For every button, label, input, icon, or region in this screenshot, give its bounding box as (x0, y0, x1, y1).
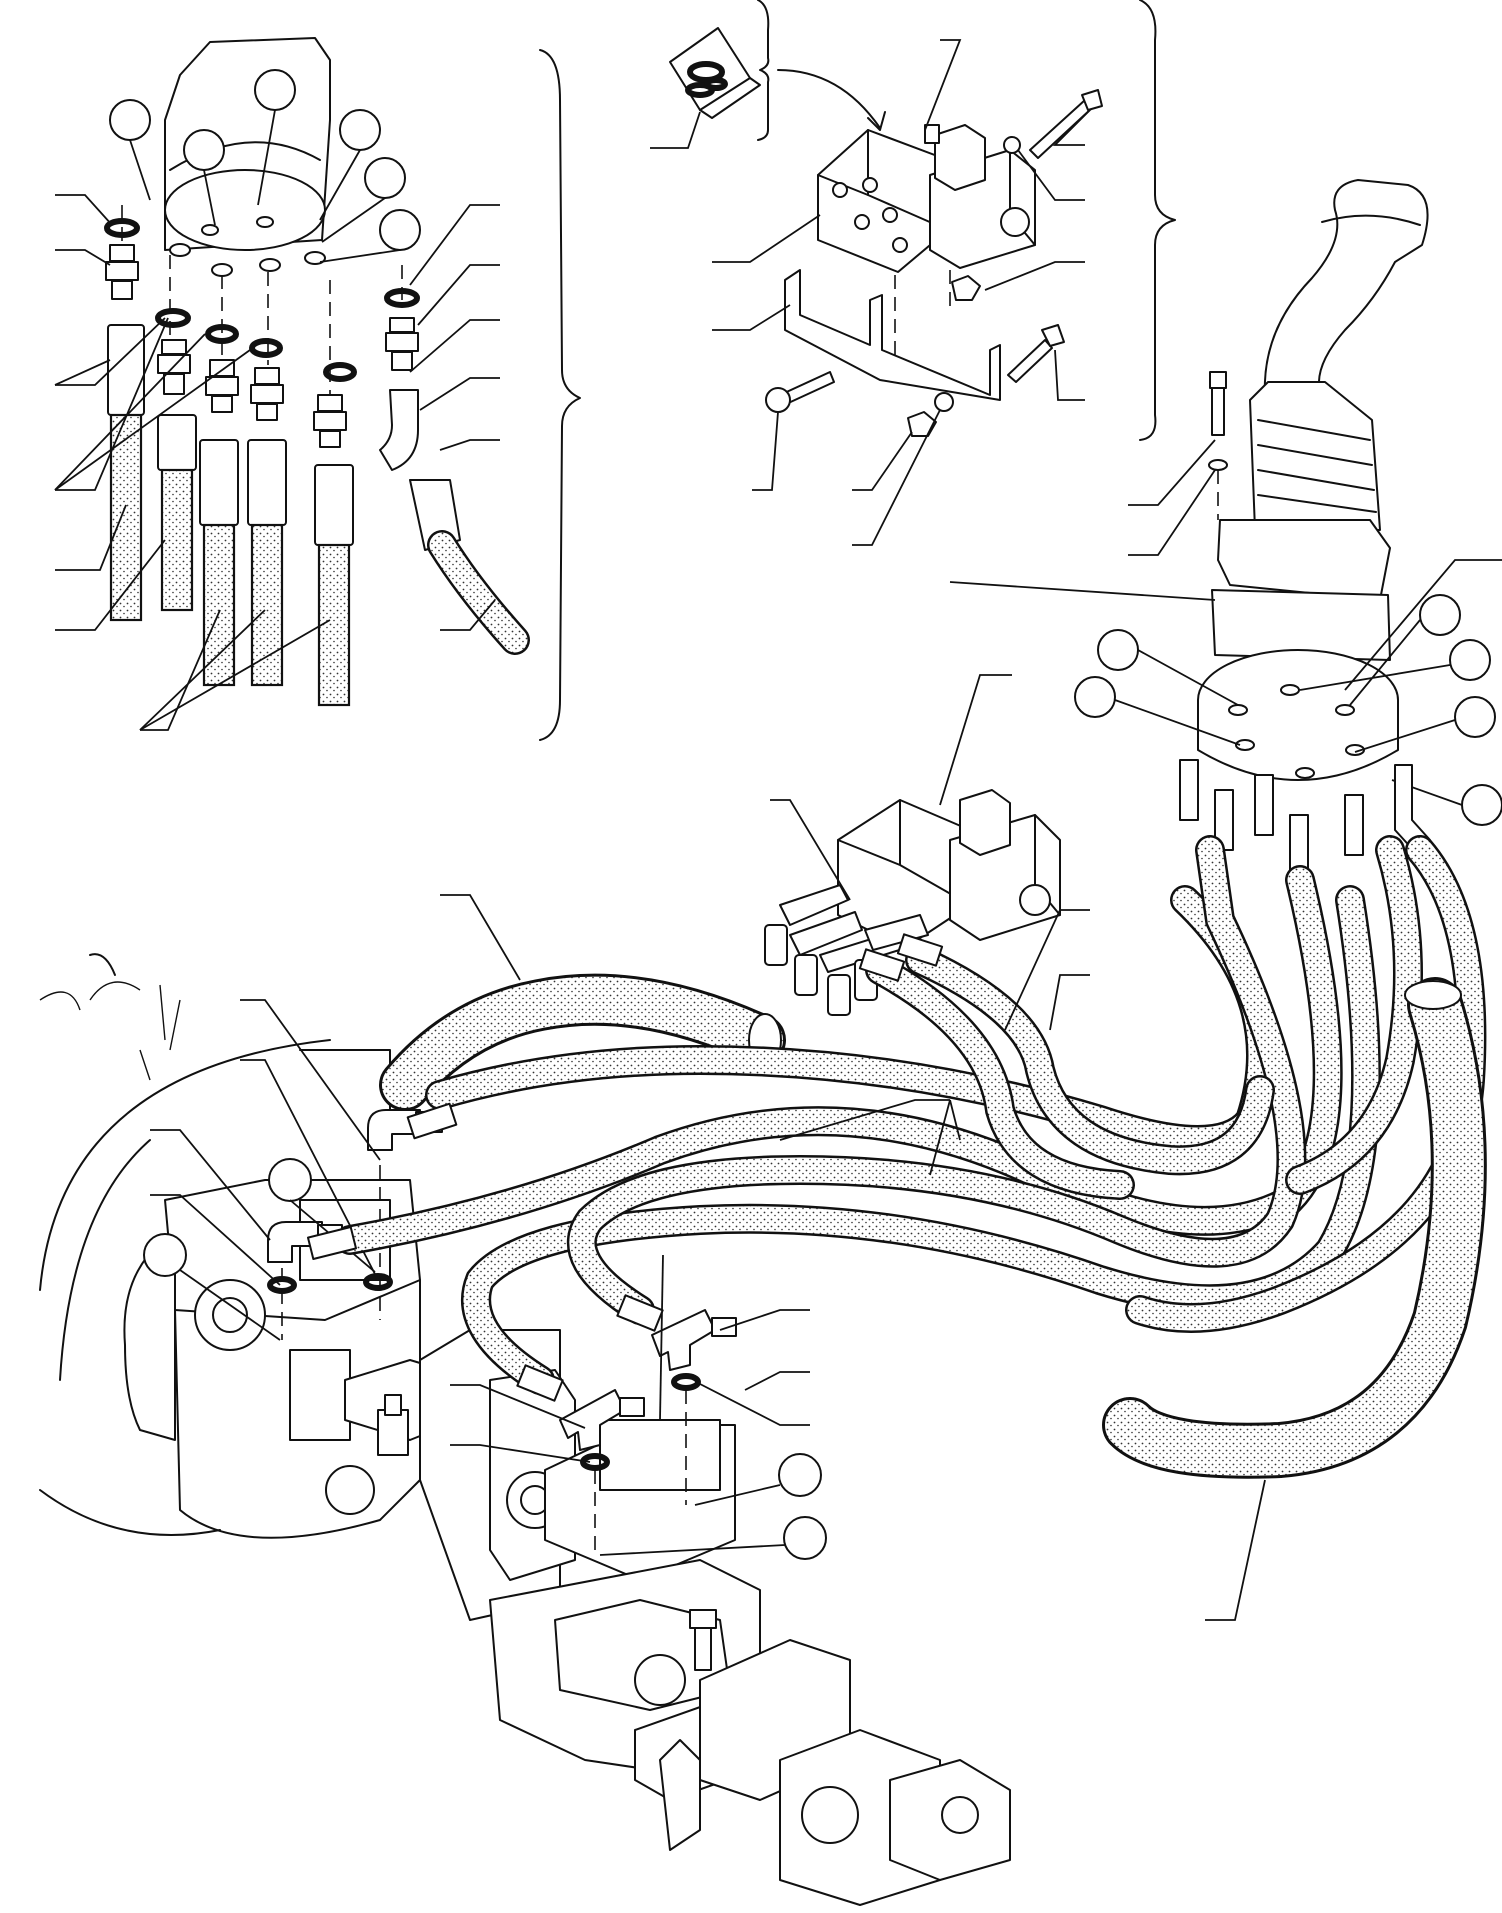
callout-circle (783, 1516, 827, 1560)
callout-circle (183, 129, 225, 171)
screw (1007, 324, 1065, 383)
adapter-fitting (385, 317, 419, 371)
bolt (1211, 384, 1225, 436)
o-ring (384, 288, 420, 308)
callout-circle (254, 69, 296, 111)
o-ring (580, 1453, 610, 1471)
callout-circle (109, 99, 151, 141)
callout-circle (268, 1158, 312, 1202)
solenoid-valve-assembly (764, 674, 1061, 1016)
adapter-fitting (105, 244, 139, 300)
adapter-fitting (250, 367, 284, 421)
hose-routing (306, 835, 1487, 1621)
o-ring (671, 1373, 701, 1391)
callout-circle (364, 157, 406, 199)
o-ring (205, 324, 239, 344)
o-ring (249, 338, 283, 358)
adapter-fitting (313, 394, 347, 448)
callout-circle (1097, 629, 1139, 671)
hose (461, 885, 1381, 1395)
nut (951, 275, 981, 301)
washer (1208, 459, 1228, 471)
callout-circle (1461, 784, 1502, 826)
hose (107, 324, 145, 622)
return-hose (1102, 977, 1487, 1479)
hose (865, 955, 1135, 1200)
o-ring (155, 308, 191, 328)
tee-fitting (651, 1309, 737, 1371)
washer (934, 392, 954, 412)
hose (157, 414, 197, 612)
seal-kit-packet (669, 27, 761, 119)
hose (409, 479, 530, 655)
callout-circle (1449, 639, 1491, 681)
mounting-bracket (784, 269, 1001, 401)
callout-circle (778, 1453, 822, 1497)
washer (1003, 136, 1021, 154)
hose (247, 439, 287, 687)
screw (765, 371, 835, 413)
valve-body (817, 129, 949, 273)
callout-circle (379, 209, 421, 251)
tee-fitting (559, 1389, 645, 1451)
adapter-fitting (157, 339, 191, 395)
callout-circle (1454, 696, 1496, 738)
o-ring (363, 1273, 393, 1291)
o-ring (104, 218, 140, 238)
callout-circle (143, 1233, 187, 1277)
hose (199, 439, 239, 687)
hose-fitting-detail (54, 37, 581, 741)
joystick-handle (1263, 179, 1429, 399)
solenoid-valve-detail (650, 0, 1176, 546)
callout-circle (1074, 676, 1116, 718)
callout-circle (339, 109, 381, 151)
hose (314, 464, 354, 707)
adapter-fitting (205, 359, 239, 413)
callout-circle (1419, 594, 1461, 636)
o-ring (323, 362, 357, 382)
long-screw (1029, 89, 1103, 159)
hose-fitting-group (1179, 759, 1431, 876)
hose (1285, 835, 1423, 1195)
elbow-fitting (379, 389, 419, 471)
hydraulic-pump-assembly (39, 953, 1011, 1906)
joystick-control (949, 179, 1502, 876)
hose (905, 945, 1275, 1176)
hose (566, 835, 1307, 1325)
